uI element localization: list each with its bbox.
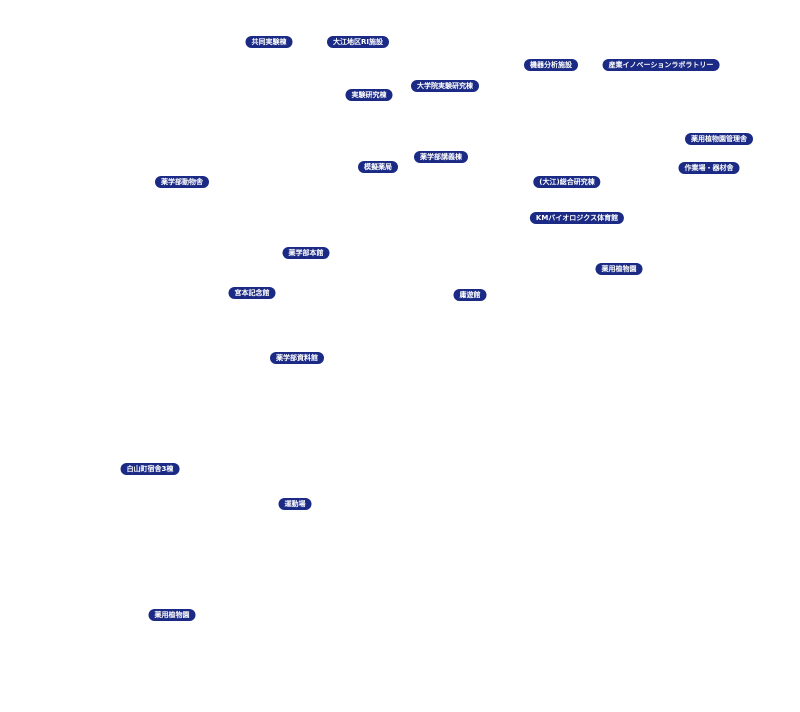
building-label[interactable]: 薬用植物園管理舎 [685,133,753,145]
building-label[interactable]: 宮本記念館 [228,287,276,299]
building-label[interactable]: 薬用植物園 [148,609,196,621]
building-label[interactable]: 大江地区RI施設 [327,36,389,48]
building-label[interactable]: 産業イノベーションラボラトリー [602,59,720,71]
building-label[interactable]: 大学院実験研究棟 [411,80,479,92]
building-label[interactable]: (大江)総合研究棟 [533,176,601,188]
building-label[interactable]: 機器分析施設 [524,59,578,71]
building-label[interactable]: 共同実験棟 [245,36,293,48]
building-label[interactable]: 運動場 [278,498,312,510]
building-label[interactable]: 模擬薬局 [358,161,398,173]
building-label[interactable]: 実験研究棟 [345,89,393,101]
building-label[interactable]: 白山町宿舎3棟 [120,463,180,475]
building-label[interactable]: 薬学部講義棟 [414,151,468,163]
building-label[interactable]: 薬学部動物舎 [155,176,209,188]
building-label[interactable]: 庸遊館 [453,289,487,301]
building-label[interactable]: KMバイオロジクス体育館 [529,212,625,224]
building-label[interactable]: 薬学部資料館 [270,352,324,364]
building-label[interactable]: 作業場・器材舎 [678,162,740,174]
building-label[interactable]: 薬用植物園 [595,263,643,275]
building-label[interactable]: 薬学部本館 [282,247,330,259]
